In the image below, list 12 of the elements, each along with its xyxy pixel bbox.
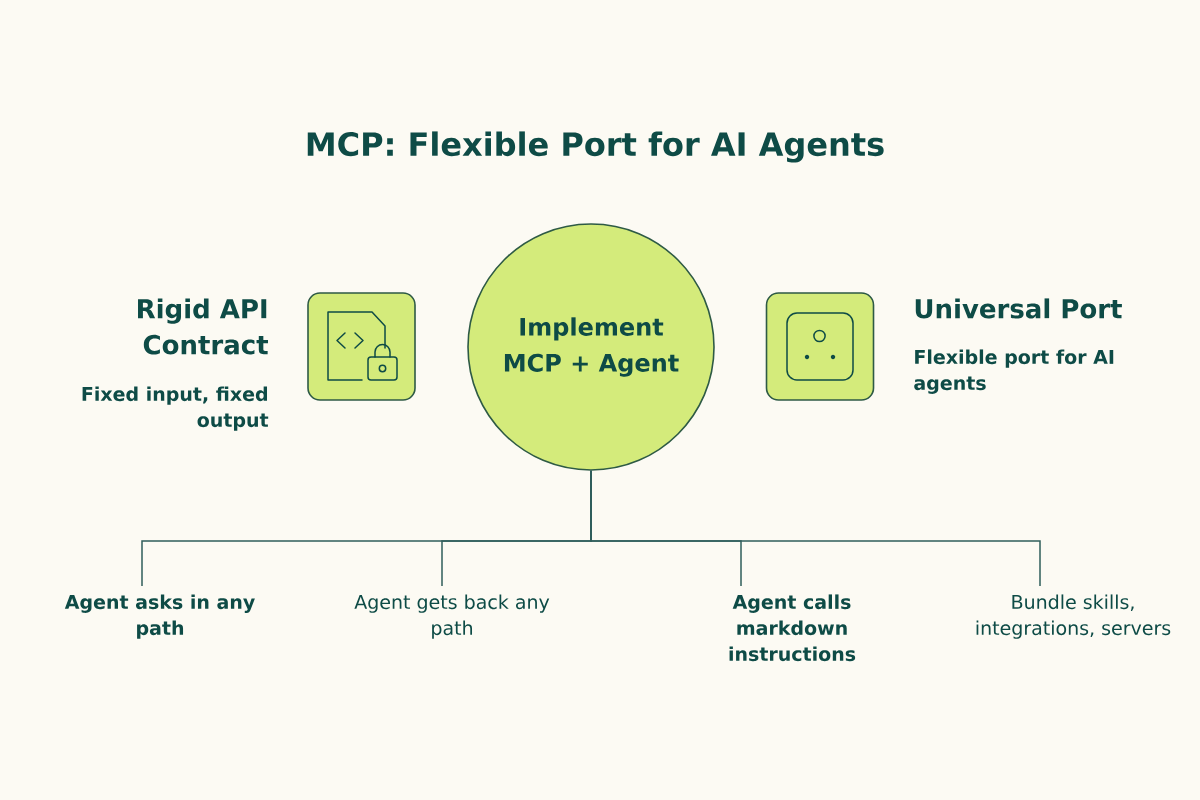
title: MCP: Flexible Port for AI Agents bbox=[307, 131, 884, 163]
icon-tile bbox=[307, 292, 416, 401]
description: Fixed input, fixed output bbox=[82, 386, 269, 431]
text-label: Agent calls markdown instructions bbox=[729, 594, 856, 662]
text-label: Agent asks in any path bbox=[64, 594, 255, 639]
text-label: Agent gets back any path bbox=[354, 594, 550, 639]
heading: Universal Port bbox=[915, 298, 1122, 319]
connector-line bbox=[590, 470, 1041, 587]
description: Flexible port for AI agents bbox=[914, 349, 1114, 394]
text-label: Bundle skills, integrations, servers bbox=[976, 594, 1171, 639]
icon-tile bbox=[765, 292, 875, 401]
heading: Rigid API Contract bbox=[138, 298, 268, 355]
